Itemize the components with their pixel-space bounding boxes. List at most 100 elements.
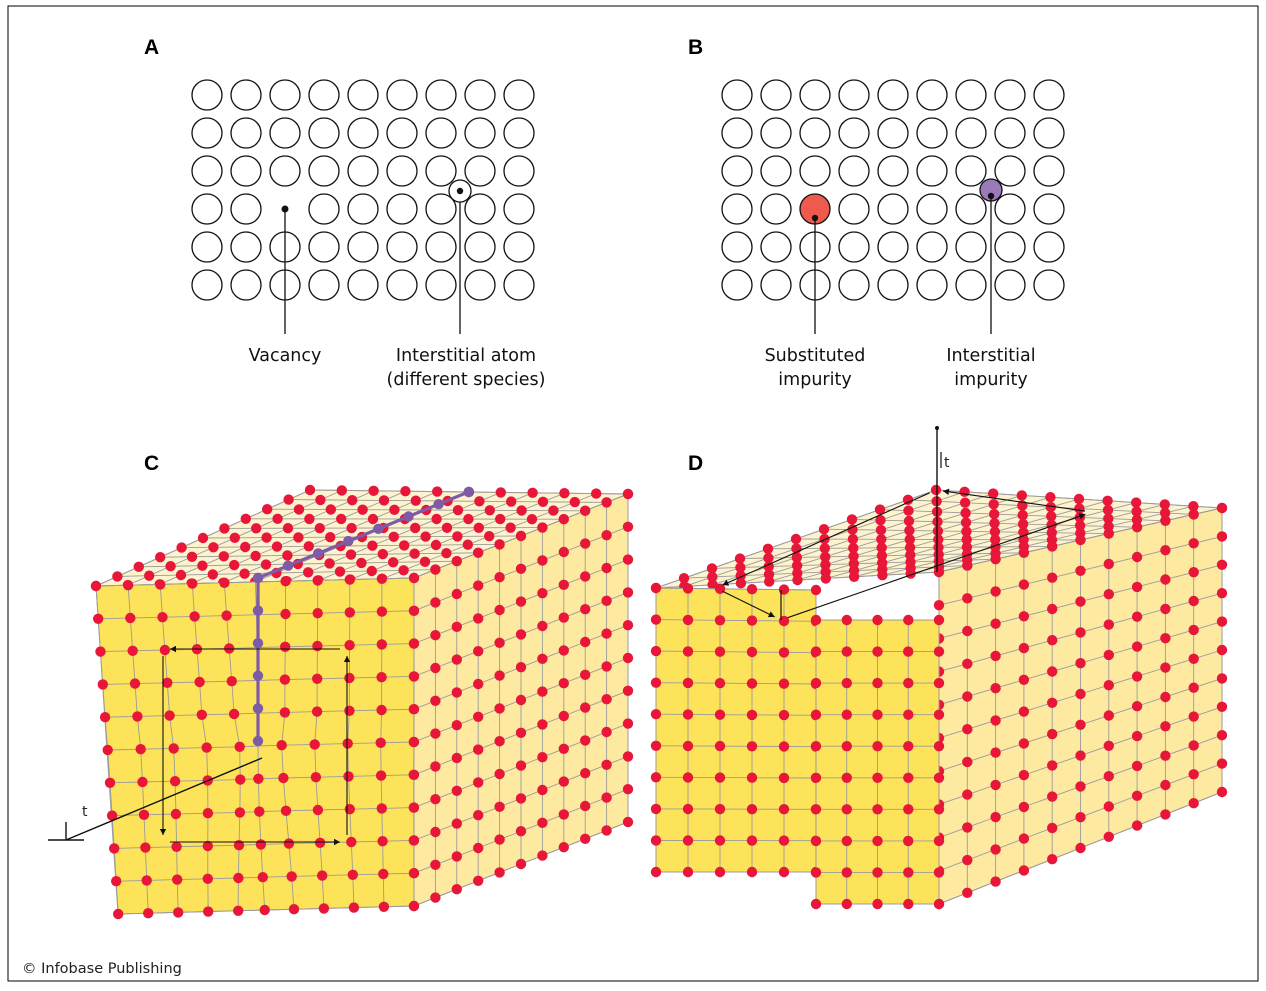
- crystal-atom: [346, 522, 357, 534]
- crystal-atom: [962, 593, 973, 604]
- crystal-atom: [872, 709, 883, 720]
- crystal-atom: [746, 709, 758, 721]
- crystal-atom: [714, 615, 726, 626]
- crystal-atom: [810, 614, 822, 626]
- crystal-atom: [1018, 738, 1030, 749]
- crystal-atom: [682, 835, 694, 846]
- crystal-atom: [515, 662, 527, 673]
- crystal-atom: [1159, 499, 1171, 510]
- crystal-atom: [515, 596, 527, 607]
- crystal-atom: [515, 826, 527, 837]
- crystal-atom: [650, 772, 662, 783]
- crystal-atom: [601, 628, 612, 639]
- crystal-atom: [874, 504, 886, 515]
- crystal-atom: [848, 551, 859, 562]
- crystal-atom: [344, 705, 355, 716]
- crystal-atom: [376, 606, 388, 617]
- crystal-atom: [558, 678, 569, 689]
- crystal-atom: [714, 866, 726, 878]
- crystal-atom: [1103, 589, 1115, 600]
- crystal-atom: [376, 639, 387, 650]
- lattice-atom: [760, 269, 792, 301]
- dislocation-atom: [252, 572, 264, 584]
- interstitial-impurity-label-line2: impurity: [954, 370, 1027, 390]
- crystal-atom: [473, 711, 484, 722]
- crystal-atom: [494, 736, 505, 747]
- lattice-atom: [838, 79, 870, 111]
- crystal-atom: [933, 677, 945, 689]
- lattice-atom: [191, 79, 223, 111]
- crystal-atom: [378, 868, 389, 880]
- crystal-atom: [1018, 833, 1030, 844]
- crystal-atom: [1131, 551, 1143, 563]
- crystal-atom: [233, 905, 244, 916]
- crystal-atom: [1075, 781, 1086, 792]
- crystal-atom: [309, 739, 320, 750]
- crystal-atom: [463, 513, 474, 525]
- crystal-atom: [990, 586, 1001, 597]
- crystal-atom: [399, 540, 410, 551]
- crystal-atom: [1047, 822, 1058, 834]
- lattice-atom: [1033, 231, 1065, 263]
- crystal-atom: [197, 560, 208, 571]
- crystal-atom: [1047, 854, 1058, 865]
- crystal-atom: [682, 646, 694, 657]
- lattice-atom: [994, 193, 1026, 225]
- lattice-atom: [425, 117, 457, 149]
- panel-a-atom-grid: [191, 79, 535, 301]
- crystal-atom: [366, 565, 377, 577]
- dislocation-atom: [343, 535, 354, 547]
- crystal-atom: [764, 576, 775, 587]
- crystal-atom: [398, 565, 409, 576]
- crystal-atom: [933, 534, 944, 545]
- lattice-atom: [386, 117, 418, 149]
- crystal-atom: [408, 835, 419, 846]
- crystal-atom: [746, 741, 758, 752]
- lattice-atom: [916, 231, 948, 263]
- crystal-atom: [903, 614, 914, 626]
- crystal-atom: [682, 866, 694, 878]
- lattice-atom: [877, 231, 909, 263]
- crystal-atom: [569, 496, 580, 508]
- lattice-atom: [386, 231, 418, 263]
- crystal-atom: [746, 866, 758, 878]
- lattice-atom: [916, 117, 948, 149]
- crystal-atom: [763, 552, 774, 564]
- crystal-atom: [903, 867, 914, 878]
- crystal-atom: [580, 800, 591, 812]
- crystal-atom: [377, 548, 388, 560]
- edge-dislocation-crystal: [90, 484, 634, 920]
- crystal-atom: [235, 774, 246, 785]
- lattice-atom: [464, 117, 496, 149]
- crystal-atom: [735, 562, 746, 573]
- lattice-atom: [955, 117, 987, 149]
- crystal-atom: [762, 543, 774, 554]
- crystal-atom: [494, 604, 505, 616]
- crystal-atom: [1047, 697, 1058, 708]
- crystal-atom: [601, 694, 612, 705]
- crystal-atom: [259, 904, 270, 916]
- crystal-atom: [903, 709, 914, 720]
- crystal-atom: [132, 711, 143, 722]
- copyright-credit: © Infobase Publishing: [22, 961, 182, 977]
- crystal-atom: [303, 567, 314, 578]
- crystal-atom: [1160, 633, 1171, 644]
- lattice-atom: [994, 155, 1026, 187]
- crystal-atom: [650, 677, 662, 688]
- crystal-atom: [537, 850, 548, 861]
- crystal-atom: [408, 868, 420, 879]
- crystal-atom: [872, 898, 883, 910]
- crystal-atom: [778, 866, 790, 878]
- extra-half-plane: [252, 486, 474, 747]
- crystal-atom: [515, 858, 527, 870]
- crystal-atom: [746, 615, 758, 626]
- lattice-atom: [269, 79, 301, 111]
- lattice-atom: [994, 269, 1026, 301]
- crystal-atom: [408, 769, 419, 780]
- crystal-atom: [97, 679, 109, 690]
- crystal-atom: [494, 572, 505, 583]
- crystal-atom: [903, 677, 914, 689]
- crystal-atom: [208, 542, 219, 553]
- crystal-atom: [810, 709, 822, 720]
